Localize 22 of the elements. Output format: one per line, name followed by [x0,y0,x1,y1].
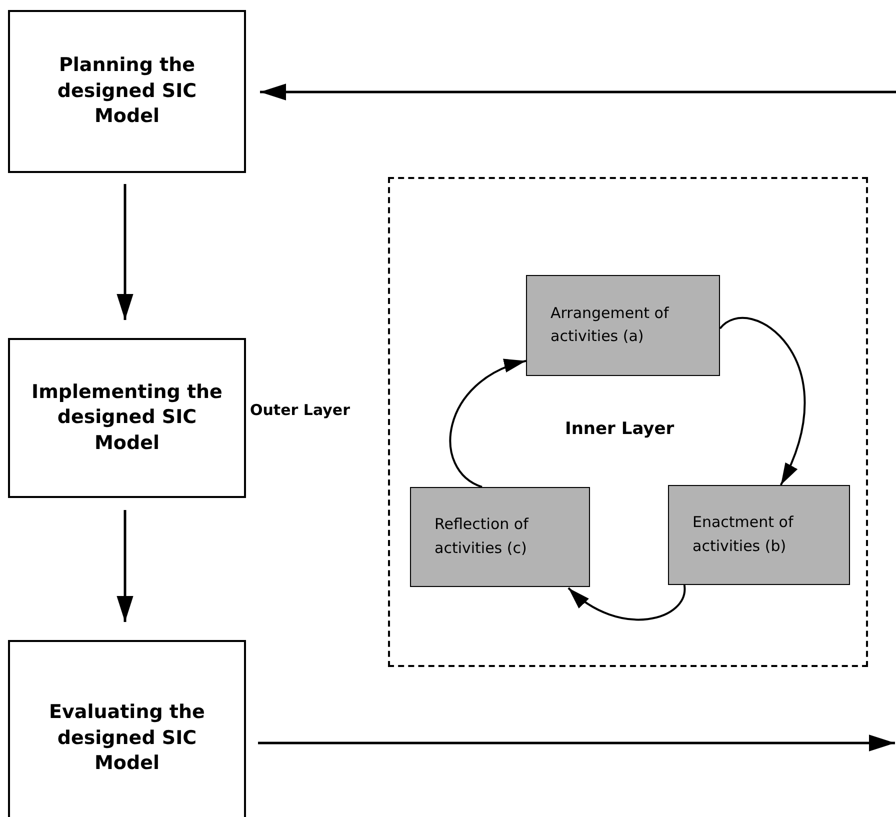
activity-box [526,274,720,376]
arrow [116,184,134,320]
arrow [116,510,134,622]
arrow [260,84,896,100]
curved-arrow [719,317,806,486]
activity-text: Arrangement of activities (a) [550,302,670,347]
process-box [8,640,246,817]
dashed-frame [388,177,868,667]
arrow [258,734,895,752]
activity-text: Enactment of activities (b) [692,512,794,556]
process-box [8,10,246,173]
activity-box [668,484,850,584]
activity-box [410,486,590,586]
step-title: Evaluating the designed SIC Model [48,700,206,776]
step-title: Planning the designed SIC Model [56,53,198,130]
layer-title: Inner Layer [565,419,674,439]
step-title: Implementing the designed SIC Model [30,380,224,456]
layer-label: Outer Layer [250,401,350,419]
activity-text: Reflection of activities (c) [434,514,530,558]
curved-arrow [568,584,686,621]
process-box [8,338,246,498]
curved-arrow [449,360,526,488]
